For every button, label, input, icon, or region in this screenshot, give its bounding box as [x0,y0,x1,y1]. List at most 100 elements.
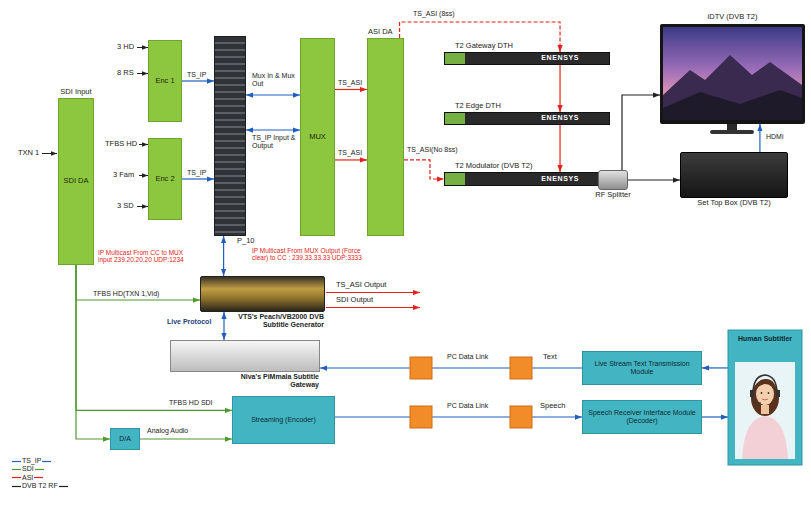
tv-illustration [727,124,737,130]
legend-line [12,486,21,487]
connector [320,367,582,368]
operator-illustration [768,392,770,394]
connector [559,65,560,112]
connector-label: PC Data Link [446,402,489,410]
connector [246,94,300,95]
legend-line [12,461,21,462]
input-arrow [137,73,148,74]
legend-line [34,477,43,478]
rack-device: T2 Modulator (DVB T2)ENENSYS [444,172,610,186]
operator-illustration [750,390,754,397]
connector [702,416,728,417]
box-heading: Niva's PiMmala Subtitle Gateway [219,373,319,389]
legend-row: ASI [12,474,68,482]
network-note: IP Multicast From MUX Output (Force clea… [252,247,377,262]
legend-line [35,467,44,472]
input-arrow [139,175,148,176]
signal-label: 8 RS [117,69,134,78]
connector-label: TS_ASI (8ss) [412,10,456,18]
box-text: Streaming (Encoder) [251,416,316,424]
legend-line [12,459,21,464]
connector [702,367,728,368]
process-box: Speech Receiver Interface Module (Decode… [582,400,702,434]
box-text: D/A [119,435,131,443]
legend-line [34,475,43,480]
legend-line [42,459,51,464]
signal-label: SDI Output [336,296,373,305]
legend-text: DVB T2 RF [21,482,59,490]
encoder-box: Enc 1 [148,40,182,122]
mux-box: MUX [300,38,335,236]
legend: TS_IPSDIASIDVB T2 RF [12,457,68,491]
set-top-box: Set Top Box (DVB T2) [680,152,788,198]
legend-line [12,484,21,489]
output-arrow [326,292,420,293]
operator-illustration [742,416,788,459]
operator-illustration [755,379,776,393]
tv-illustration [663,90,802,120]
box-text: SDI DA [63,177,88,186]
box-heading: iDTV (DVB T2) [708,13,758,22]
box-text: MUX [309,133,326,142]
signal-label: 3 HD [117,43,134,52]
legend-line [12,469,21,470]
legend-line [12,467,21,472]
connector-label: TS_ASI [337,149,363,157]
data-link-box [510,406,532,428]
box-text: Human Subtitler [738,335,792,343]
network-switch: P_10 [214,36,246,236]
box-heading: T2 Edge DTH [455,102,501,111]
connector [622,95,660,170]
connector [559,125,560,172]
connector-label: TS_IP [186,71,207,79]
data-link-box [510,357,532,379]
connector-label: Mux In & Mux Out [251,72,297,88]
connector [76,265,200,300]
box-heading: ASI DA [368,28,393,37]
data-link-box [410,406,432,428]
connector-label: Live Protocol [166,318,212,326]
box-heading: T2 Gateway DTH [455,42,513,51]
subtitle-gateway: Niva's PiMmala Subtitle Gateway [170,340,320,372]
distribution-amp: SDI InputSDI DA [58,98,94,265]
operator-illustration [753,375,777,394]
operator-illustration [761,405,769,414]
operator-illustration [728,330,802,465]
signal-label: TS_ASI Output [336,281,386,290]
connector-label: Analog Audio [146,427,189,435]
subtitle-generator: VTS's Peach/VB2000 DVB Subtitle Generato… [200,276,325,312]
connector-label: TS_ASI [337,79,363,87]
box-heading: SDI Input [60,88,91,97]
distribution-amp: ASI DA [367,38,404,236]
legend-line [59,486,68,487]
input-arrow [42,153,57,154]
operator-illustration [776,390,780,397]
legend-line [12,477,21,478]
connector [335,89,367,90]
input-arrow [137,47,148,48]
box-text: ENENSYS [541,175,579,183]
box-text: Enc 1 [155,77,174,86]
operator-illustration [728,330,802,465]
process-box: Streaming (Encoder) [232,396,335,444]
connector [140,438,232,439]
signal-label: 3 SD [117,202,134,211]
signal-label: TXN 1 [18,149,39,158]
rack-device: T2 Gateway DTHENENSYS [444,52,610,65]
rack-device: T2 Edge DTHENENSYS [444,112,610,125]
signal-label: 3 Fam [113,171,134,180]
box-heading: P_10 [237,237,255,246]
box-heading: Set Top Box (DVB T2) [697,199,771,208]
legend-row: SDI [12,465,68,473]
signal-label: Speech [540,402,565,411]
box-heading: RF Splitter [595,191,630,200]
input-arrow [137,206,148,207]
operator-illustration [735,362,795,459]
output-arrow [326,307,420,308]
tv-illustration [660,24,805,134]
output-arrow [326,293,420,308]
connector-label: TFBS HD SDI [168,399,214,407]
process-box: Live Stream Text Transmission Module [582,351,702,385]
signal-label: TFBS HD [105,140,137,149]
connector [223,312,224,340]
